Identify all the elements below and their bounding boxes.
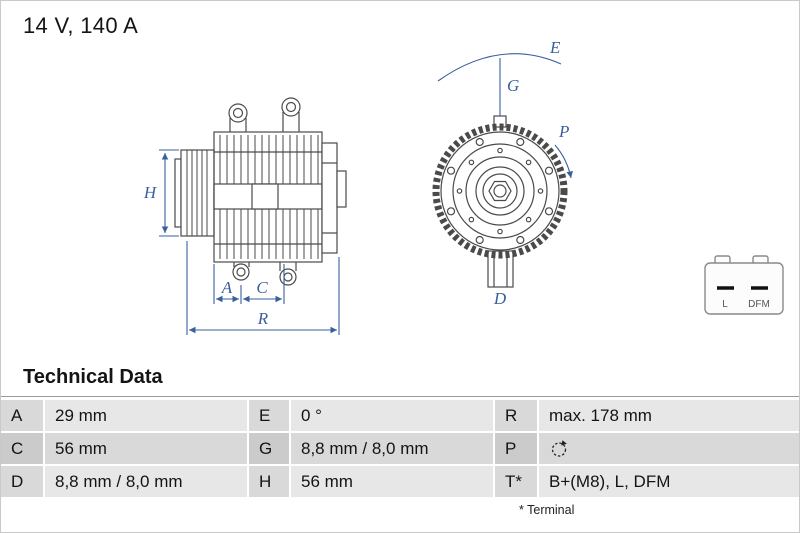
dim-label-E: E [549,38,561,57]
pulley [174,149,215,237]
stator-band [213,183,323,210]
table-value-cell: 29 mm [45,400,247,431]
dim-label-G: G [507,76,519,95]
top-mounting-eyes [228,97,301,132]
table-key-cell: E [249,400,289,431]
rotation-arrow-P [554,144,573,179]
serrated-fan-ring [432,123,568,259]
side-dimension-lines [159,149,340,335]
table-value-cell [539,433,799,464]
dim-label-C: C [256,278,268,297]
table-value-cell: B+(M8), L, DFM [539,466,799,497]
dim-label-D: D [493,289,507,308]
table-value-cell: 8,8 mm / 8,0 mm [291,433,493,464]
table-value-cell: 8,8 mm / 8,0 mm [45,466,247,497]
dim-label-P: P [558,122,569,141]
technical-data-table: A 29 mm E 0 ° R max. 178 mm C 56 mm G 8,… [1,397,799,497]
pin-label-L: L [722,299,728,310]
table-value-cell: 0 ° [291,400,493,431]
technical-drawing: H A C R [143,38,784,335]
table-value-cell: 56 mm [291,466,493,497]
dim-label-A: A [221,278,233,297]
table-key-cell: G [249,433,289,464]
rotation-direction-icon [551,439,567,457]
table-key-cell: T* [495,466,537,497]
shaft-hex-nut [488,180,512,202]
technical-data-section: Technical Data A 29 mm E 0 ° R max. 178 … [1,364,799,517]
connector-pin-labels: L DFM [722,299,770,310]
table-key-cell: H [249,466,289,497]
side-dimension-labels: H A C R [143,183,269,328]
table-key-cell: D [1,466,43,497]
connector-diagram: L DFM [704,255,784,315]
angle-arc-E [437,53,562,82]
section-divider [1,396,799,397]
table-key-cell: A [1,400,43,431]
voltage-current-rating: 14 V, 140 A [23,13,139,38]
table-key-cell: C [1,433,43,464]
rear-housing [321,142,347,254]
terminal-footnote: * Terminal [519,503,575,517]
front-dimension-labels: E G P D [493,38,570,308]
rivet-dots [456,147,544,235]
section-title: Technical Data [23,366,163,388]
dim-label-H: H [143,183,158,202]
table-value-cell: max. 178 mm [539,400,799,431]
table-key-cell: P [495,433,537,464]
front-dimension-lines [437,53,573,179]
dim-label-R: R [257,309,269,328]
table-key-cell: R [495,400,537,431]
pin-label-DFM: DFM [748,299,770,310]
alternator-side-view [174,97,347,286]
table-value-cell: 56 mm [45,433,247,464]
alternator-front-view [432,115,568,288]
bolt-holes [446,137,554,245]
